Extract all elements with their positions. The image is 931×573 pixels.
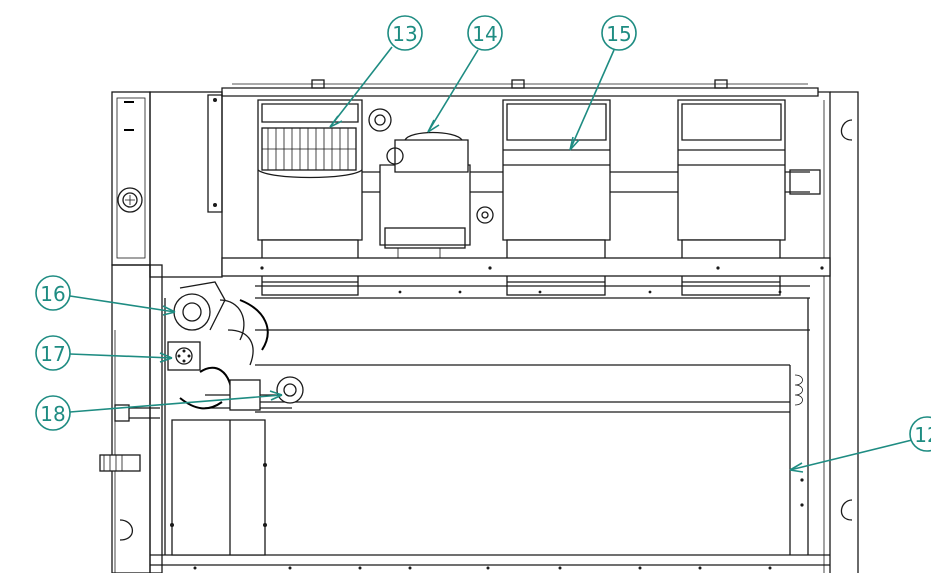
callout-15-arrow [569,136,580,151]
callout-13-circle [387,15,423,51]
float-switch [167,341,201,371]
callout-18-label: 18 [40,402,65,426]
callout-16-arrow [162,305,176,316]
callout-15-circle [601,15,637,51]
callout-12-leader [789,439,913,471]
callout-15-leader [569,49,615,151]
callout-14-label: 14 [472,22,497,46]
cross-beam [221,257,831,299]
callout-13-label: 13 [392,22,417,46]
callout-17-arrow [159,352,173,363]
callout-17-circle [35,335,71,371]
callout-14-circle [467,15,503,51]
drain-valve [99,366,304,472]
callout-14-arrow [427,119,440,133]
callouts: 13 14 15 16 17 18 12 [35,15,931,473]
callout-16-label: 16 [40,282,65,306]
callout-16-leader [69,295,176,313]
callout-13-leader [329,46,393,128]
callout-13-arrow [329,115,343,128]
callout-17-leader [69,353,173,359]
callout-12-label: 12 [914,423,931,447]
callout-16-circle [35,275,71,311]
drain-box [170,419,267,556]
callout-12-circle [909,416,931,452]
fan-motor [379,131,494,262]
callout-17-label: 17 [40,342,65,366]
callout-15-label: 15 [606,22,631,46]
callout-14-leader [427,49,479,133]
callout-12-arrow [789,462,804,473]
callout-18-arrow [269,390,283,401]
coil [164,298,810,555]
callout-18-leader [69,394,283,413]
callout-18-circle [35,395,71,431]
